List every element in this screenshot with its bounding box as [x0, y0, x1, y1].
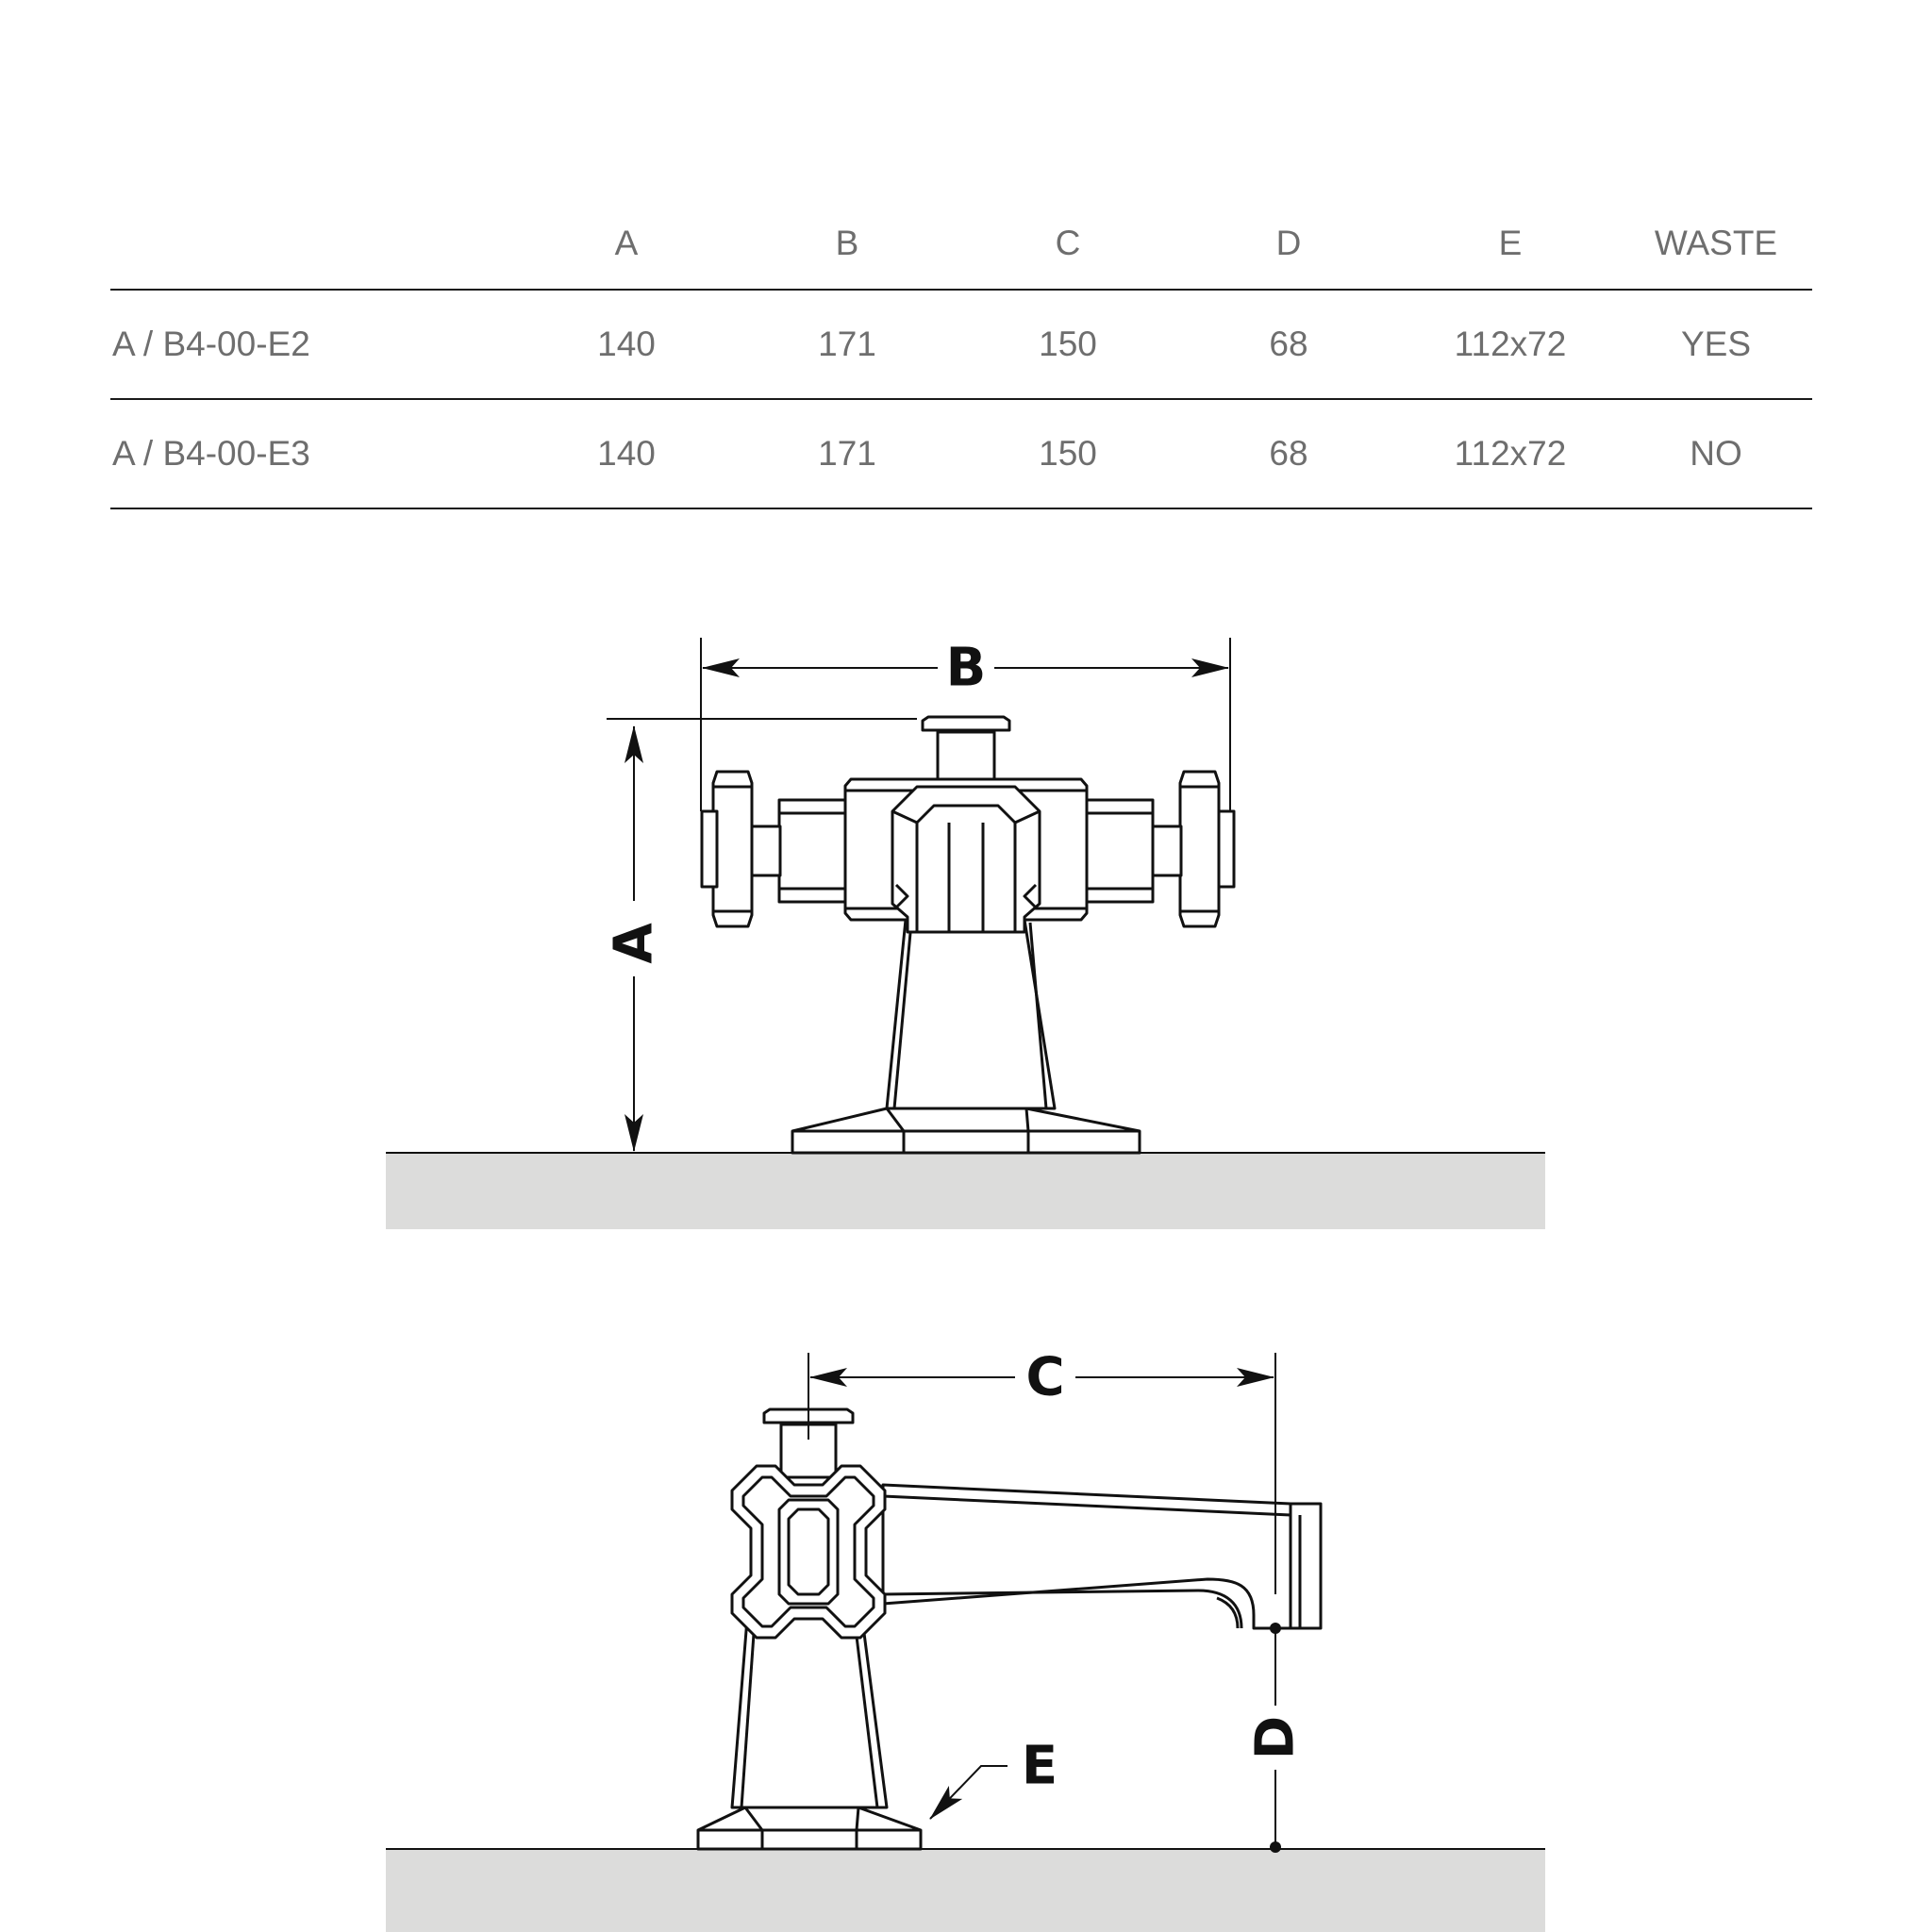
handle-knob-right [1178, 770, 1221, 928]
shaft-left [777, 798, 847, 904]
leader-line-e [929, 1765, 1008, 1820]
label-a: A [604, 923, 665, 964]
cell-d: 68 [1269, 434, 1308, 473]
handle-knob-left [711, 770, 754, 928]
column-header-waste: WASTE [1654, 224, 1778, 262]
cell-b: 171 [818, 325, 876, 363]
cell-waste: NO [1690, 434, 1742, 473]
spout-outlet-curve [1216, 1596, 1240, 1629]
base-plate-side [696, 1806, 923, 1851]
cross-handle-bevel [741, 1475, 875, 1628]
callout-e: E [929, 1736, 1058, 1820]
cross-hub-notch-left [894, 883, 909, 909]
cell-d: 68 [1269, 325, 1308, 363]
countertop-front [386, 1153, 1545, 1229]
cell-e: 112x72 [1454, 434, 1567, 473]
spout-underside [882, 1589, 1243, 1629]
side-view: C D E [386, 1347, 1545, 1932]
cell-waste: YES [1680, 325, 1752, 363]
column-line-left [892, 922, 913, 1109]
dimension-c: C [808, 1347, 1276, 1594]
faucet-front [700, 715, 1236, 1155]
dimension-d-dot-bottom [1270, 1841, 1281, 1853]
column-header-e: E [1498, 224, 1523, 262]
knob-left-cap [700, 809, 719, 889]
dimension-a: A [604, 718, 917, 1152]
knob-left-neck [750, 824, 782, 877]
base-facet-right [1024, 1108, 1030, 1132]
table-row: A / B4-00-E2 140 171 150 68 112x72 YES [110, 291, 1812, 400]
knob-right-cap [1217, 809, 1236, 889]
column-header-a: A [614, 224, 639, 262]
cross-handle-center [777, 1498, 840, 1606]
cell-c: 150 [1039, 325, 1097, 363]
spout-edge-top [882, 1494, 1291, 1517]
dimension-b: B [700, 638, 1231, 811]
cross-hub-notch-right [1023, 883, 1038, 909]
cell-a: 140 [597, 325, 656, 363]
cross-hub-inner [915, 804, 1017, 934]
column-header-c: C [1055, 224, 1081, 262]
column-side [730, 1617, 889, 1809]
dimension-d: D [1245, 1623, 1307, 1853]
label-c: C [1025, 1347, 1064, 1408]
cell-e: 112x72 [1454, 325, 1567, 363]
dimension-d-dot-top [1270, 1623, 1281, 1634]
cell-a: 140 [597, 434, 656, 473]
column-header-d: D [1275, 224, 1302, 262]
cross-hub-bevel [891, 809, 918, 824]
column-header-b: B [835, 224, 859, 262]
model-name: A / B4-00-E2 [112, 325, 310, 363]
model-name: A / B4-00-E3 [112, 434, 310, 473]
base-facet-side [743, 1807, 764, 1831]
popup-lever-stem [936, 730, 996, 781]
cross-hub-bevel [1014, 809, 1041, 824]
column-line-side [740, 1620, 757, 1808]
cell-c: 150 [1039, 434, 1097, 473]
dimensions-table: A B C D E WASTE A / B4-00-E2 140 171 150… [110, 198, 1812, 509]
countertop-side [386, 1849, 1545, 1932]
cell-b: 171 [818, 434, 876, 473]
table-header: A B C D E WASTE [110, 198, 1812, 291]
cross-handle-center-inner [787, 1507, 830, 1596]
column-line-side [853, 1620, 879, 1808]
label-b: B [946, 638, 987, 699]
base-facet-left [885, 1108, 906, 1132]
knob-right-neck [1151, 824, 1183, 877]
column [885, 918, 1057, 1110]
label-d: D [1245, 1716, 1307, 1759]
popup-lever-cap [921, 715, 1011, 732]
label-e: E [1022, 1736, 1058, 1797]
table-row: A / B4-00-E3 140 171 150 68 112x72 NO [110, 400, 1812, 509]
column-line-right [1028, 922, 1048, 1109]
base-facet-side [855, 1807, 860, 1831]
shaft-right [1085, 798, 1155, 904]
front-view: A B [386, 638, 1545, 1229]
faucet-side [696, 1407, 1323, 1851]
